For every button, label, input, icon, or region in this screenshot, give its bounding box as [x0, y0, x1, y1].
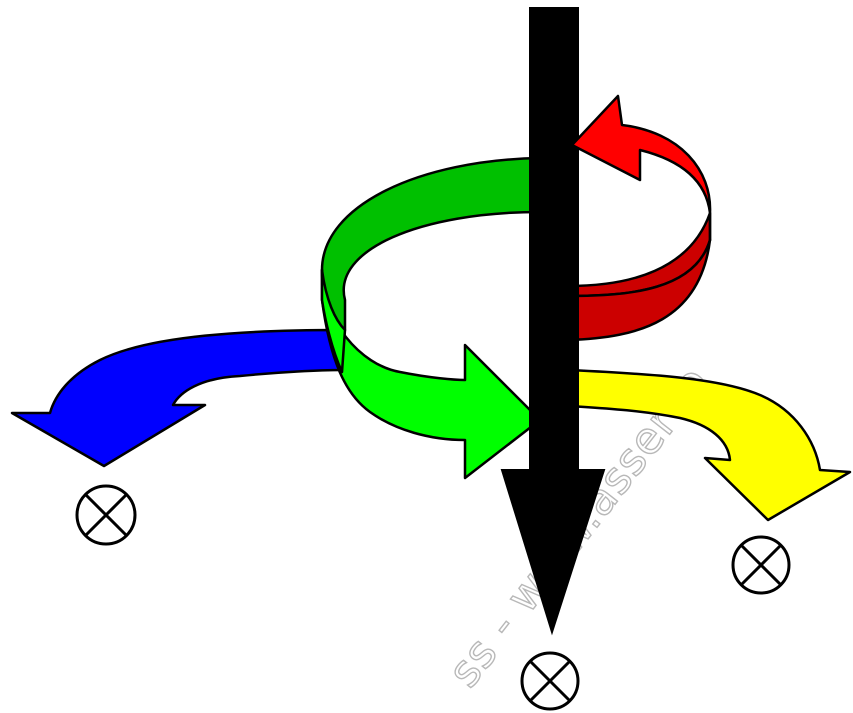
cross-circle-right [733, 537, 789, 593]
green-arrow-back-band [322, 158, 540, 330]
cross-circle-left [77, 486, 135, 544]
blue-deflection-arrow [12, 330, 342, 466]
green-arrow-front-band [322, 270, 540, 478]
cross-circle-bottom [522, 653, 578, 709]
red-rotation-arrow [572, 96, 710, 240]
